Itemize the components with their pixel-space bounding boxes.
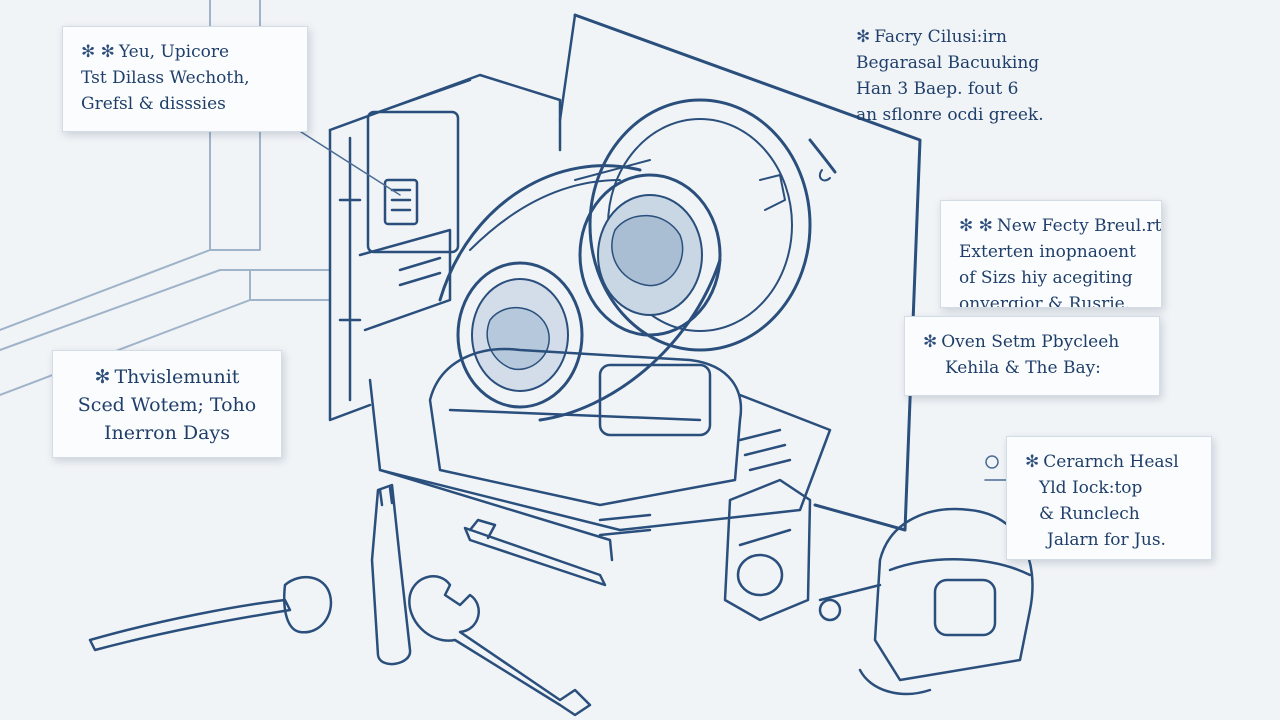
pump-unit — [723, 478, 812, 622]
callout-line: ✻ ✻Yeu, Upicore — [81, 42, 230, 62]
callout-line: Sced Wotem; Toho — [77, 394, 257, 416]
callout-bottom-right: ✻Cerarnch Heasl Yld Iock:top & Runclech … — [1006, 436, 1212, 560]
callout-line: Begarasal Bacuuking — [856, 53, 1040, 73]
callout-left: ✻Thvislemunit Sced Wotem; Toho Inerron D… — [52, 350, 282, 458]
callout-line: & Runclech — [1039, 504, 1140, 524]
asterisk-icon: ✻ — [94, 366, 111, 388]
callout-oven: ✻Oven Setm Pbycleeh Kehila & The Bay: — [904, 316, 1160, 396]
callout-line: onvergior & Rusrie. — [959, 294, 1131, 308]
callout-line: ✻Cerarnch Heasl — [1025, 452, 1179, 472]
callout-line: of Sizs hiy acegiting — [959, 268, 1133, 288]
callout-line: Kehila & The Bay: — [945, 358, 1101, 378]
callout-line: Grefsl & disssies — [81, 94, 226, 114]
cabinet-housing — [328, 73, 562, 422]
callout-line: Exterten inopnaoent — [959, 242, 1136, 262]
asterisk-icon: ✻ ✻ — [959, 216, 993, 236]
asterisk-icon: ✻ — [1025, 452, 1040, 472]
callout-line: an sflonre ocdi greek. — [856, 105, 1044, 124]
callout-line: ✻Thvislemunit — [94, 366, 240, 388]
callout-line: Yld Iock:top — [1039, 478, 1143, 498]
asterisk-icon: ✻ — [856, 27, 871, 47]
callout-line: Han 3 Baep. fout 6 — [856, 79, 1019, 99]
asterisk-icon: ✻ ✻ — [81, 42, 115, 62]
pressure-dome — [818, 507, 1034, 696]
tools — [88, 483, 607, 717]
asterisk-icon: ✻ — [923, 332, 938, 352]
callout-line: ✻ ✻New Fecty Breul.rts — [959, 216, 1162, 236]
callout-mid-right: ✻ ✻New Fecty Breul.rts Exterten inopnaoe… — [940, 200, 1162, 308]
callout-line: Inerron Days — [104, 422, 230, 444]
callout-top-left: ✻ ✻Yeu, Upicore Tst Dilass Wechoth, Gref… — [62, 26, 308, 132]
drum-assembly — [438, 98, 812, 422]
callout-top-right: ✻Facry Cilusi:irn Begarasal Bacuuking Ha… — [838, 12, 1074, 124]
callout-line: ✻Facry Cilusi:irn — [856, 27, 1007, 47]
callout-line: Tst Dilass Wechoth, — [81, 68, 250, 88]
callout-line: Jalarn for Jus. — [1047, 530, 1166, 550]
base-tray — [368, 347, 832, 562]
callout-line: ✻Oven Setm Pbycleeh — [923, 332, 1120, 352]
